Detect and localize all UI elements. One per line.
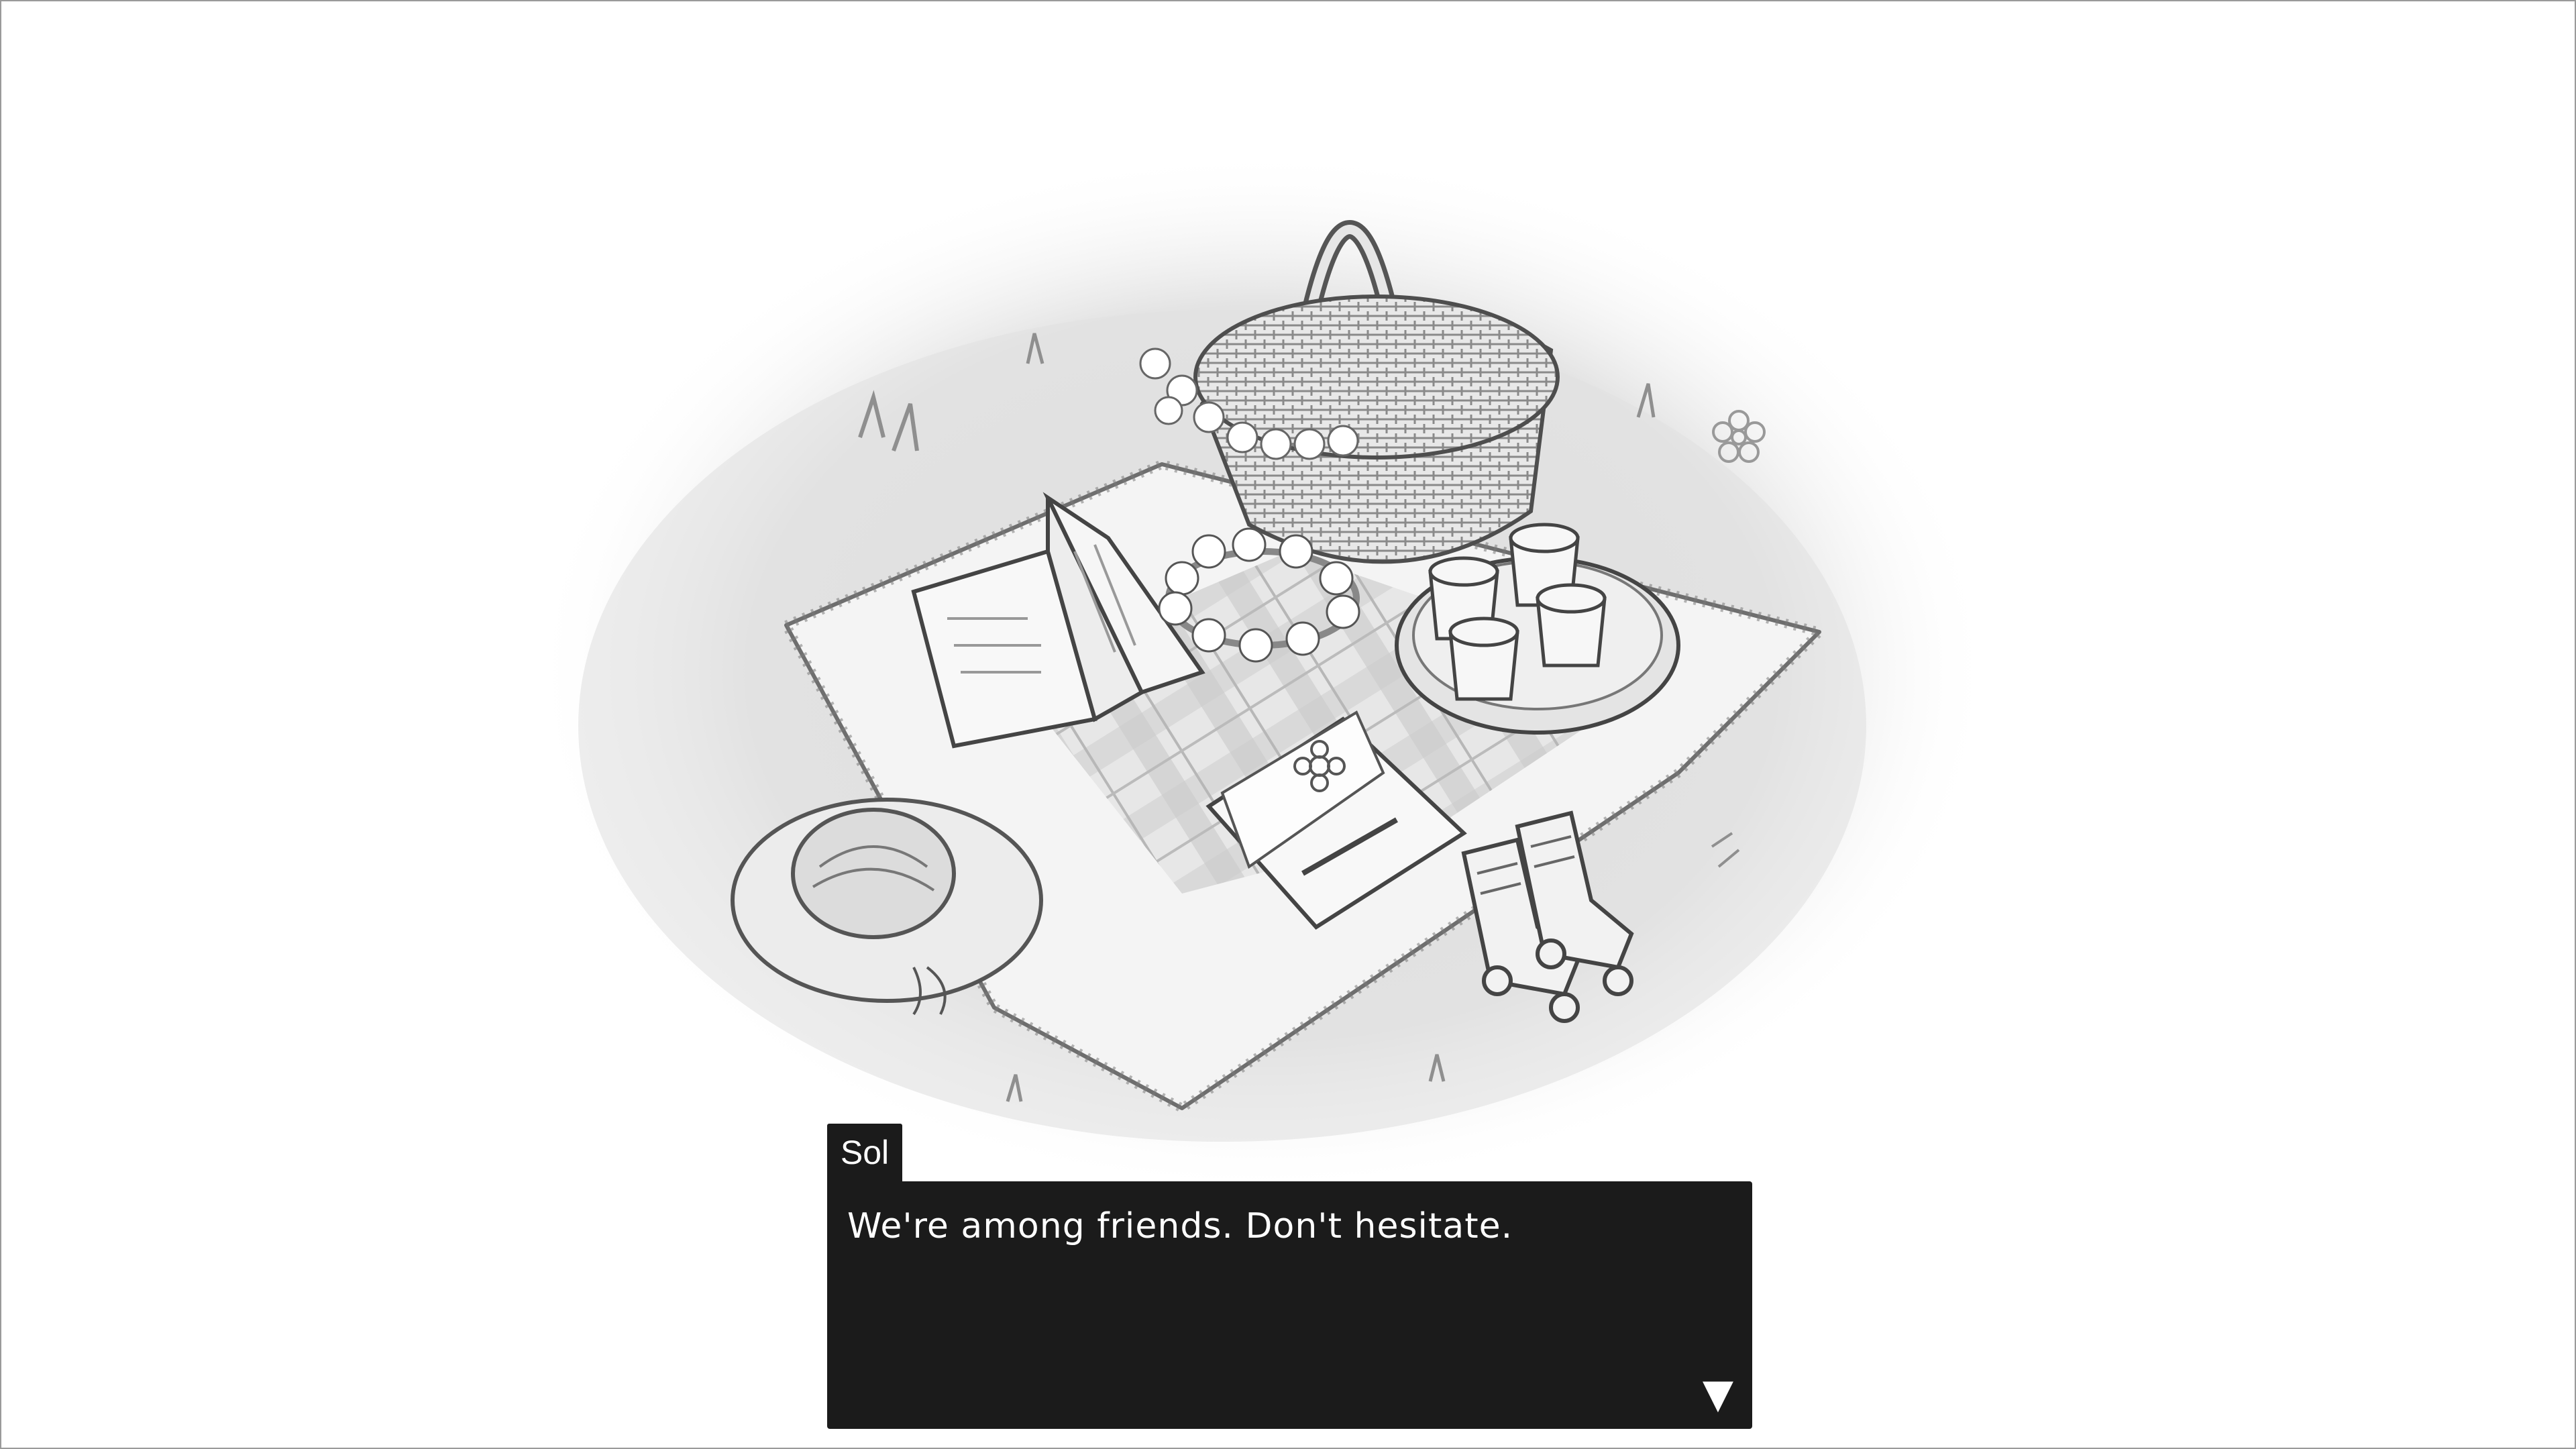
open-book — [911, 492, 1205, 749]
dialogue-text: We're among friends. Don't hesitate. — [847, 1206, 1513, 1246]
dialogue-box[interactable]: We're among friends. Don't hesitate. ▼ — [827, 1181, 1752, 1429]
sketchbook — [1205, 710, 1467, 930]
advance-arrow-icon[interactable]: ▼ — [1702, 1371, 1733, 1417]
sketched-flower-icon — [1293, 740, 1346, 792]
daisy-garland-icon — [1139, 347, 1359, 460]
tray-with-cups — [1395, 523, 1680, 735]
picnic-basket — [1139, 220, 1560, 564]
flower-doodle — [1712, 410, 1766, 463]
flower-crown-icon — [1158, 527, 1360, 663]
speaker-name-tag: Sol — [827, 1124, 902, 1181]
roller-skates — [1461, 810, 1634, 1023]
straw-hat — [731, 798, 1043, 1016]
